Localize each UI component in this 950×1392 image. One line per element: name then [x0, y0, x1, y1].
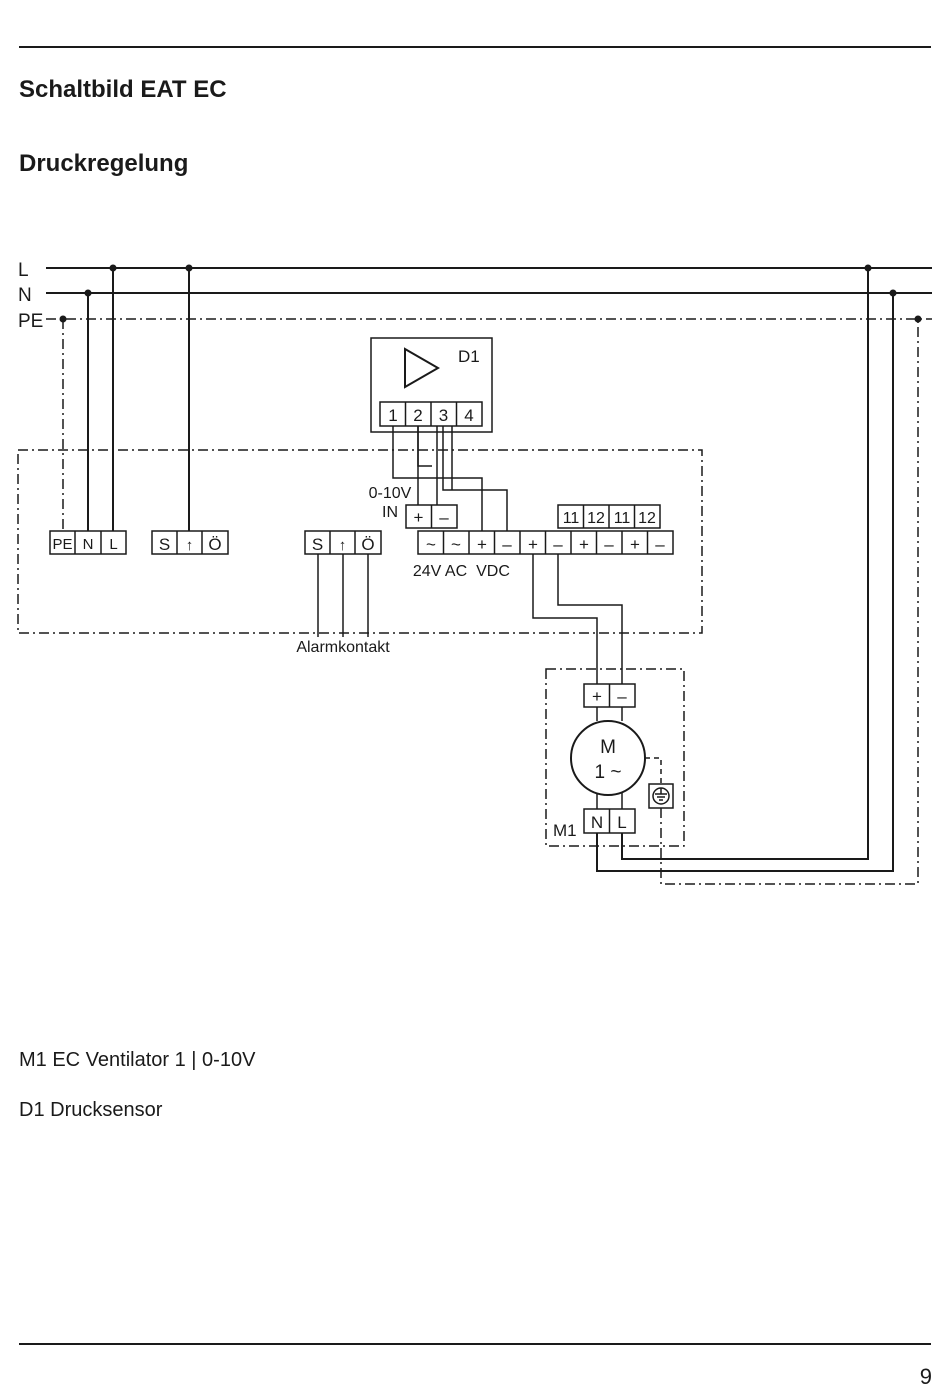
- relay-terminal-11b: 11: [614, 510, 631, 527]
- input-minus: –: [439, 508, 449, 527]
- motor-signal-wire-minus: [557, 554, 623, 684]
- bottom-rule: [19, 1343, 931, 1345]
- terminal-12b-minus: –: [655, 535, 665, 554]
- terminal-out-plus: +: [528, 535, 538, 554]
- motor-terminal-n: N: [591, 813, 603, 832]
- motor-signal-terminal: + –: [583, 683, 636, 708]
- junction-dot: [914, 315, 922, 323]
- motor-signal-wire-plus: [532, 554, 598, 684]
- supply-label-vdc: VDC: [476, 563, 510, 580]
- terminal-12-minus: –: [604, 535, 614, 554]
- terminal-l: L: [109, 536, 117, 553]
- motor-symbol-phase: 1 ~: [595, 762, 622, 783]
- terminal-11b-plus: +: [630, 535, 640, 554]
- sensor-terminal-1: 1: [388, 406, 397, 425]
- page-subtitle: Druckregelung: [19, 150, 189, 177]
- motor-power-terminal: N L: [583, 808, 636, 834]
- motor-terminal-l: L: [617, 813, 626, 832]
- sensor-wire-3b: [442, 426, 508, 531]
- terminal-s: S: [159, 535, 170, 554]
- sensor-terminal-4: 4: [464, 406, 473, 425]
- legend-d1: D1 Drucksensor: [19, 1099, 163, 1121]
- terminal-n: N: [83, 536, 94, 553]
- input-label-line1: 0-10V: [369, 485, 412, 502]
- terminal-11-plus: +: [579, 535, 589, 554]
- terminal-vdc-plus: +: [477, 535, 487, 554]
- amplifier-icon: [404, 347, 441, 389]
- sensor-wire-1b: [432, 477, 483, 531]
- terminal-ac-1: ~: [426, 535, 436, 554]
- motor-minus: –: [617, 687, 627, 706]
- terminal-pe: PE: [52, 536, 72, 553]
- input-plus: +: [414, 508, 424, 527]
- pressure-sensor: D1 1 2 3 4: [370, 337, 493, 433]
- relay-terminal-11: 11: [563, 510, 580, 527]
- motor-wire-n: [596, 293, 894, 872]
- sensor-terminal-2: 2: [413, 406, 422, 425]
- earth-link: [645, 757, 662, 784]
- terminal-arrow: ↑: [339, 537, 347, 554]
- mains-terminal: PE N L: [49, 530, 127, 555]
- sensor-wire-1: [392, 426, 432, 479]
- relay-terminal-row: 11 12 11 12: [557, 504, 661, 529]
- motor-housing: [545, 668, 685, 847]
- terminal-s: S: [312, 535, 323, 554]
- sensor-label: D1: [458, 347, 480, 366]
- earth-icon: [648, 783, 674, 809]
- motor-wire-pe: [660, 319, 919, 885]
- terminal-o: Ö: [208, 535, 221, 554]
- relay-terminal-12b: 12: [638, 510, 656, 527]
- motor-symbol-m: M: [600, 737, 616, 758]
- motor-plus: +: [592, 687, 602, 706]
- motor-wire-l: [621, 268, 869, 860]
- sensor-terminal-3: 3: [439, 406, 448, 425]
- page-number: 9: [919, 1364, 932, 1389]
- terminal-ac-2: ~: [451, 535, 461, 554]
- switch-terminal-1: S ↑ Ö: [151, 530, 229, 555]
- supply-label-24vac: 24V AC: [413, 563, 467, 580]
- bus-label-pe: PE: [18, 311, 43, 332]
- terminal-arrow: ↑: [186, 537, 194, 554]
- alarm-label: Alarmkontakt: [296, 639, 390, 656]
- relay-terminal-12: 12: [587, 510, 605, 527]
- motor-label: M1: [553, 821, 577, 840]
- terminal-vdc-minus: –: [502, 535, 512, 554]
- motor-symbol: [570, 720, 646, 796]
- terminal-o: Ö: [361, 535, 374, 554]
- bus-label-l: L: [18, 260, 29, 281]
- switch-terminal-2: S ↑ Ö: [304, 530, 382, 555]
- terminal-out-minus: –: [553, 535, 563, 554]
- bus-label-n: N: [18, 285, 32, 306]
- controller-housing: [17, 449, 703, 634]
- input-terminal: + –: [405, 504, 458, 529]
- controller-terminal-row: ~ ~ + – + – + – + –: [417, 530, 674, 555]
- legend-m1: M1 EC Ventilator 1 | 0-10V: [19, 1049, 256, 1071]
- input-label-line2: IN: [382, 504, 398, 521]
- page-title: Schaltbild EAT EC: [19, 76, 227, 103]
- top-rule: [19, 46, 931, 48]
